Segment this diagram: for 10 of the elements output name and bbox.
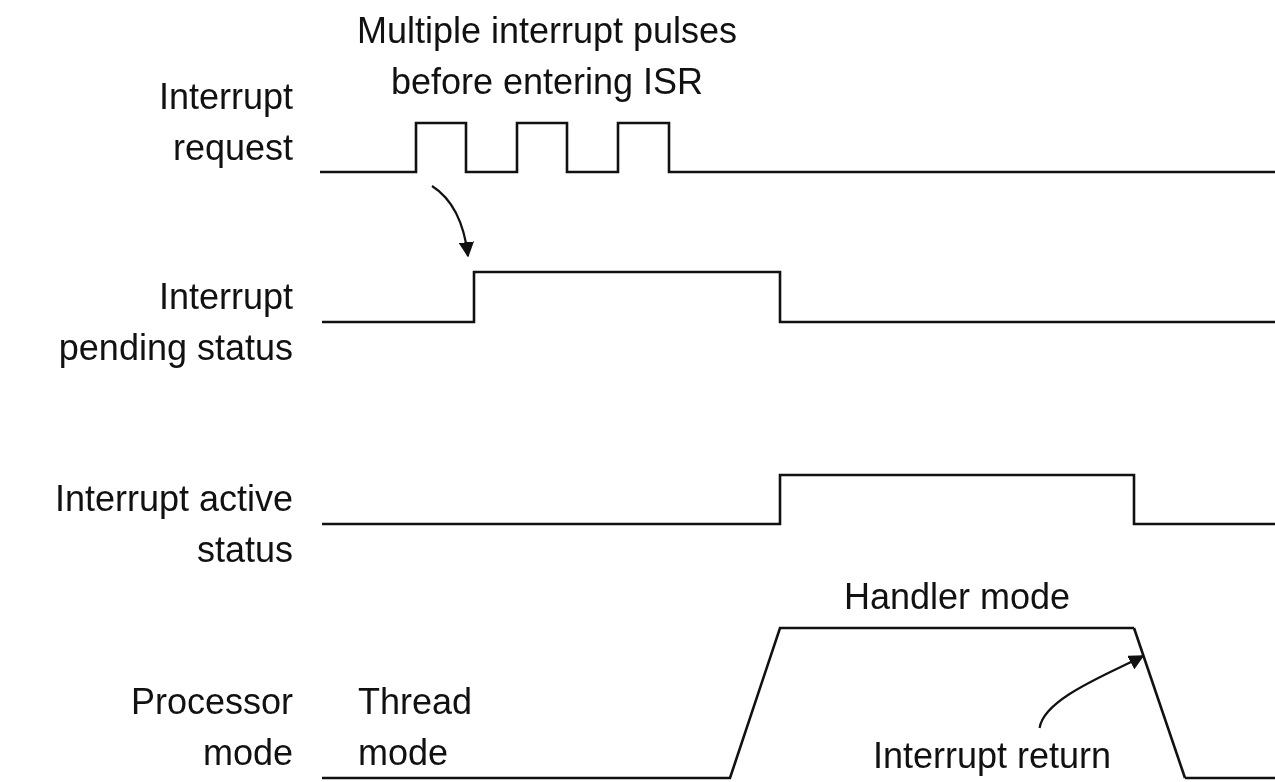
state-label: Thread mode	[358, 680, 474, 775]
leader-line	[1038, 655, 1145, 729]
signal-label: Interrupt request	[157, 75, 293, 170]
annotation-text: Multiple interrupt pulses before entering ISR	[355, 9, 739, 104]
signal-label: Interrupt active status	[53, 477, 293, 572]
falling-edge-line	[1132, 627, 1187, 779]
state-label: Handler mode	[842, 575, 1072, 619]
signal-label: Processor mode	[129, 680, 293, 775]
signal-label: Interrupt pending status	[57, 275, 293, 370]
callout-text: Interrupt return	[873, 730, 1112, 781]
